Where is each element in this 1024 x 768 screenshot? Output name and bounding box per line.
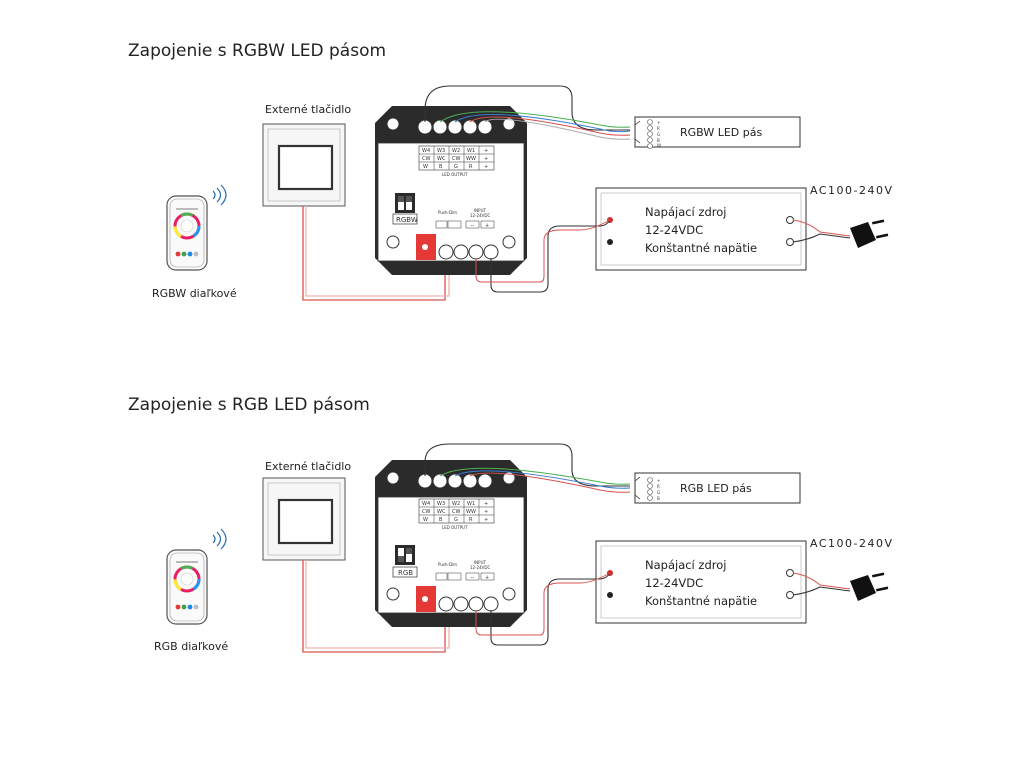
terminal-cell: WC: [437, 509, 446, 515]
power-plug-icon: [850, 219, 889, 248]
terminal-cell: W: [423, 517, 428, 523]
button-label: Externé tlačidlo: [265, 460, 351, 473]
input-label: INPUT: [474, 208, 487, 213]
svg-text:+: +: [657, 120, 660, 125]
svg-text:−: −: [470, 575, 474, 581]
remote-control: [166, 549, 208, 625]
terminal-cell: CW: [422, 156, 430, 162]
svg-text:G: G: [657, 132, 660, 137]
psu-line: Konštantné napätie: [645, 241, 757, 255]
controller: W4 W3 W2 W1 + CW WC CW WW + W B G R + LE…: [375, 460, 527, 627]
svg-text:+: +: [485, 223, 489, 229]
terminal-cell: W1: [467, 501, 475, 507]
terminal-cell: WW: [466, 509, 476, 515]
terminal-cell: B: [439, 517, 443, 523]
output-terminals: [417, 119, 493, 135]
input-voltage-label: 12-24VDC: [470, 213, 490, 218]
terminal-cell: R: [469, 517, 473, 523]
section-rgbw: Zapojenie s RGBW LED pásom RGBW diaľkové…: [128, 41, 894, 301]
button-label: Externé tlačidlo: [265, 103, 351, 116]
wireless-signal-icon: [212, 528, 227, 550]
svg-text:G: G: [657, 490, 660, 495]
controller: W4 W3 W2 W1 + CW WC CW WW + W B G R + LE…: [375, 106, 527, 275]
terminal-cell: +: [484, 509, 488, 515]
mode-label: RGBW: [396, 216, 418, 224]
push-dim-label: Push-Dim: [438, 210, 457, 215]
psu-line: 12-24VDC: [645, 576, 703, 590]
power-supply: Napájací zdroj 12-24VDC Konštantné napät…: [595, 187, 807, 271]
ac-label: AC100-240V: [810, 537, 894, 550]
external-button: [262, 123, 346, 207]
terminal-cell: W3: [437, 148, 445, 154]
terminal-label-grid: W4 W3 W2 W1 + CW WC CW WW + W B G R + LE…: [418, 145, 495, 177]
remote-label: RGBW diaľkové: [152, 287, 237, 300]
terminal-cell: +: [484, 501, 488, 507]
terminal-cell: +: [484, 156, 488, 162]
power-plug-icon: [850, 572, 889, 601]
terminal-cell: CW: [452, 509, 460, 515]
remote-label: RGB diaľkové: [154, 640, 228, 653]
terminal-label-grid: W4 W3 W2 W1 + CW WC CW WW + W B G R + LE…: [418, 498, 495, 530]
terminal-cell: W4: [422, 148, 430, 154]
psu-line: 12-24VDC: [645, 223, 703, 237]
dip-switch: RGBW: [392, 193, 418, 225]
input-voltage-label: 12-24VDC: [470, 565, 490, 570]
led-strip: + R G B W RGBW LED pás: [634, 116, 801, 149]
input-label: INPUT: [474, 560, 487, 565]
terminal-cell: W1: [467, 148, 475, 154]
terminal-cell: CW: [452, 156, 460, 162]
terminal-cell: B: [439, 164, 443, 170]
output-terminals: [417, 473, 493, 489]
wireless-signal-icon: [212, 184, 227, 206]
psu-line: Konštantné napätie: [645, 594, 757, 608]
push-dim-label: Push-Dim: [438, 562, 457, 567]
led-strip: + R G B RGB LED pás: [634, 472, 801, 504]
svg-text:W: W: [657, 143, 661, 148]
svg-text:B: B: [657, 138, 660, 143]
section-title: Zapojenie s RGBW LED pásom: [128, 41, 386, 61]
led-output-label: LED OUTPUT: [442, 525, 468, 530]
svg-text:R: R: [657, 126, 660, 131]
strip-label: RGBW LED pás: [680, 126, 762, 139]
psu-line: Napájací zdroj: [645, 205, 726, 219]
power-supply: Napájací zdroj 12-24VDC Konštantné napät…: [595, 540, 807, 624]
svg-text:−: −: [470, 223, 474, 229]
svg-text:+: +: [485, 575, 489, 581]
terminal-cell: W: [423, 164, 428, 170]
dip-switch: RGB: [392, 545, 418, 578]
strip-label: RGB LED pás: [680, 482, 752, 495]
terminal-cell: +: [484, 517, 488, 523]
remote-control: [166, 195, 208, 271]
terminal-cell: CW: [422, 509, 430, 515]
terminal-cell: R: [469, 164, 473, 170]
terminal-cell: WC: [437, 156, 446, 162]
psu-line: Napájací zdroj: [645, 558, 726, 572]
led-output-label: LED OUTPUT: [442, 172, 468, 177]
section-rgb: Zapojenie s RGB LED pásom RGB diaľkové E…: [128, 395, 894, 653]
external-button: [262, 477, 346, 561]
section-title: Zapojenie s RGB LED pásom: [128, 395, 370, 415]
svg-text:R: R: [657, 484, 660, 489]
svg-text:B: B: [657, 496, 660, 501]
svg-text:+: +: [657, 478, 660, 483]
terminal-cell: +: [484, 148, 488, 154]
terminal-cell: G: [454, 517, 458, 523]
terminal-cell: W2: [452, 148, 460, 154]
terminal-cell: G: [454, 164, 458, 170]
terminal-cell: WW: [466, 156, 476, 162]
mode-label: RGB: [398, 569, 413, 577]
terminal-cell: W3: [437, 501, 445, 507]
terminal-cell: W4: [422, 501, 430, 507]
ac-label: AC100-240V: [810, 184, 894, 197]
terminal-cell: W2: [452, 501, 460, 507]
terminal-cell: +: [484, 164, 488, 170]
